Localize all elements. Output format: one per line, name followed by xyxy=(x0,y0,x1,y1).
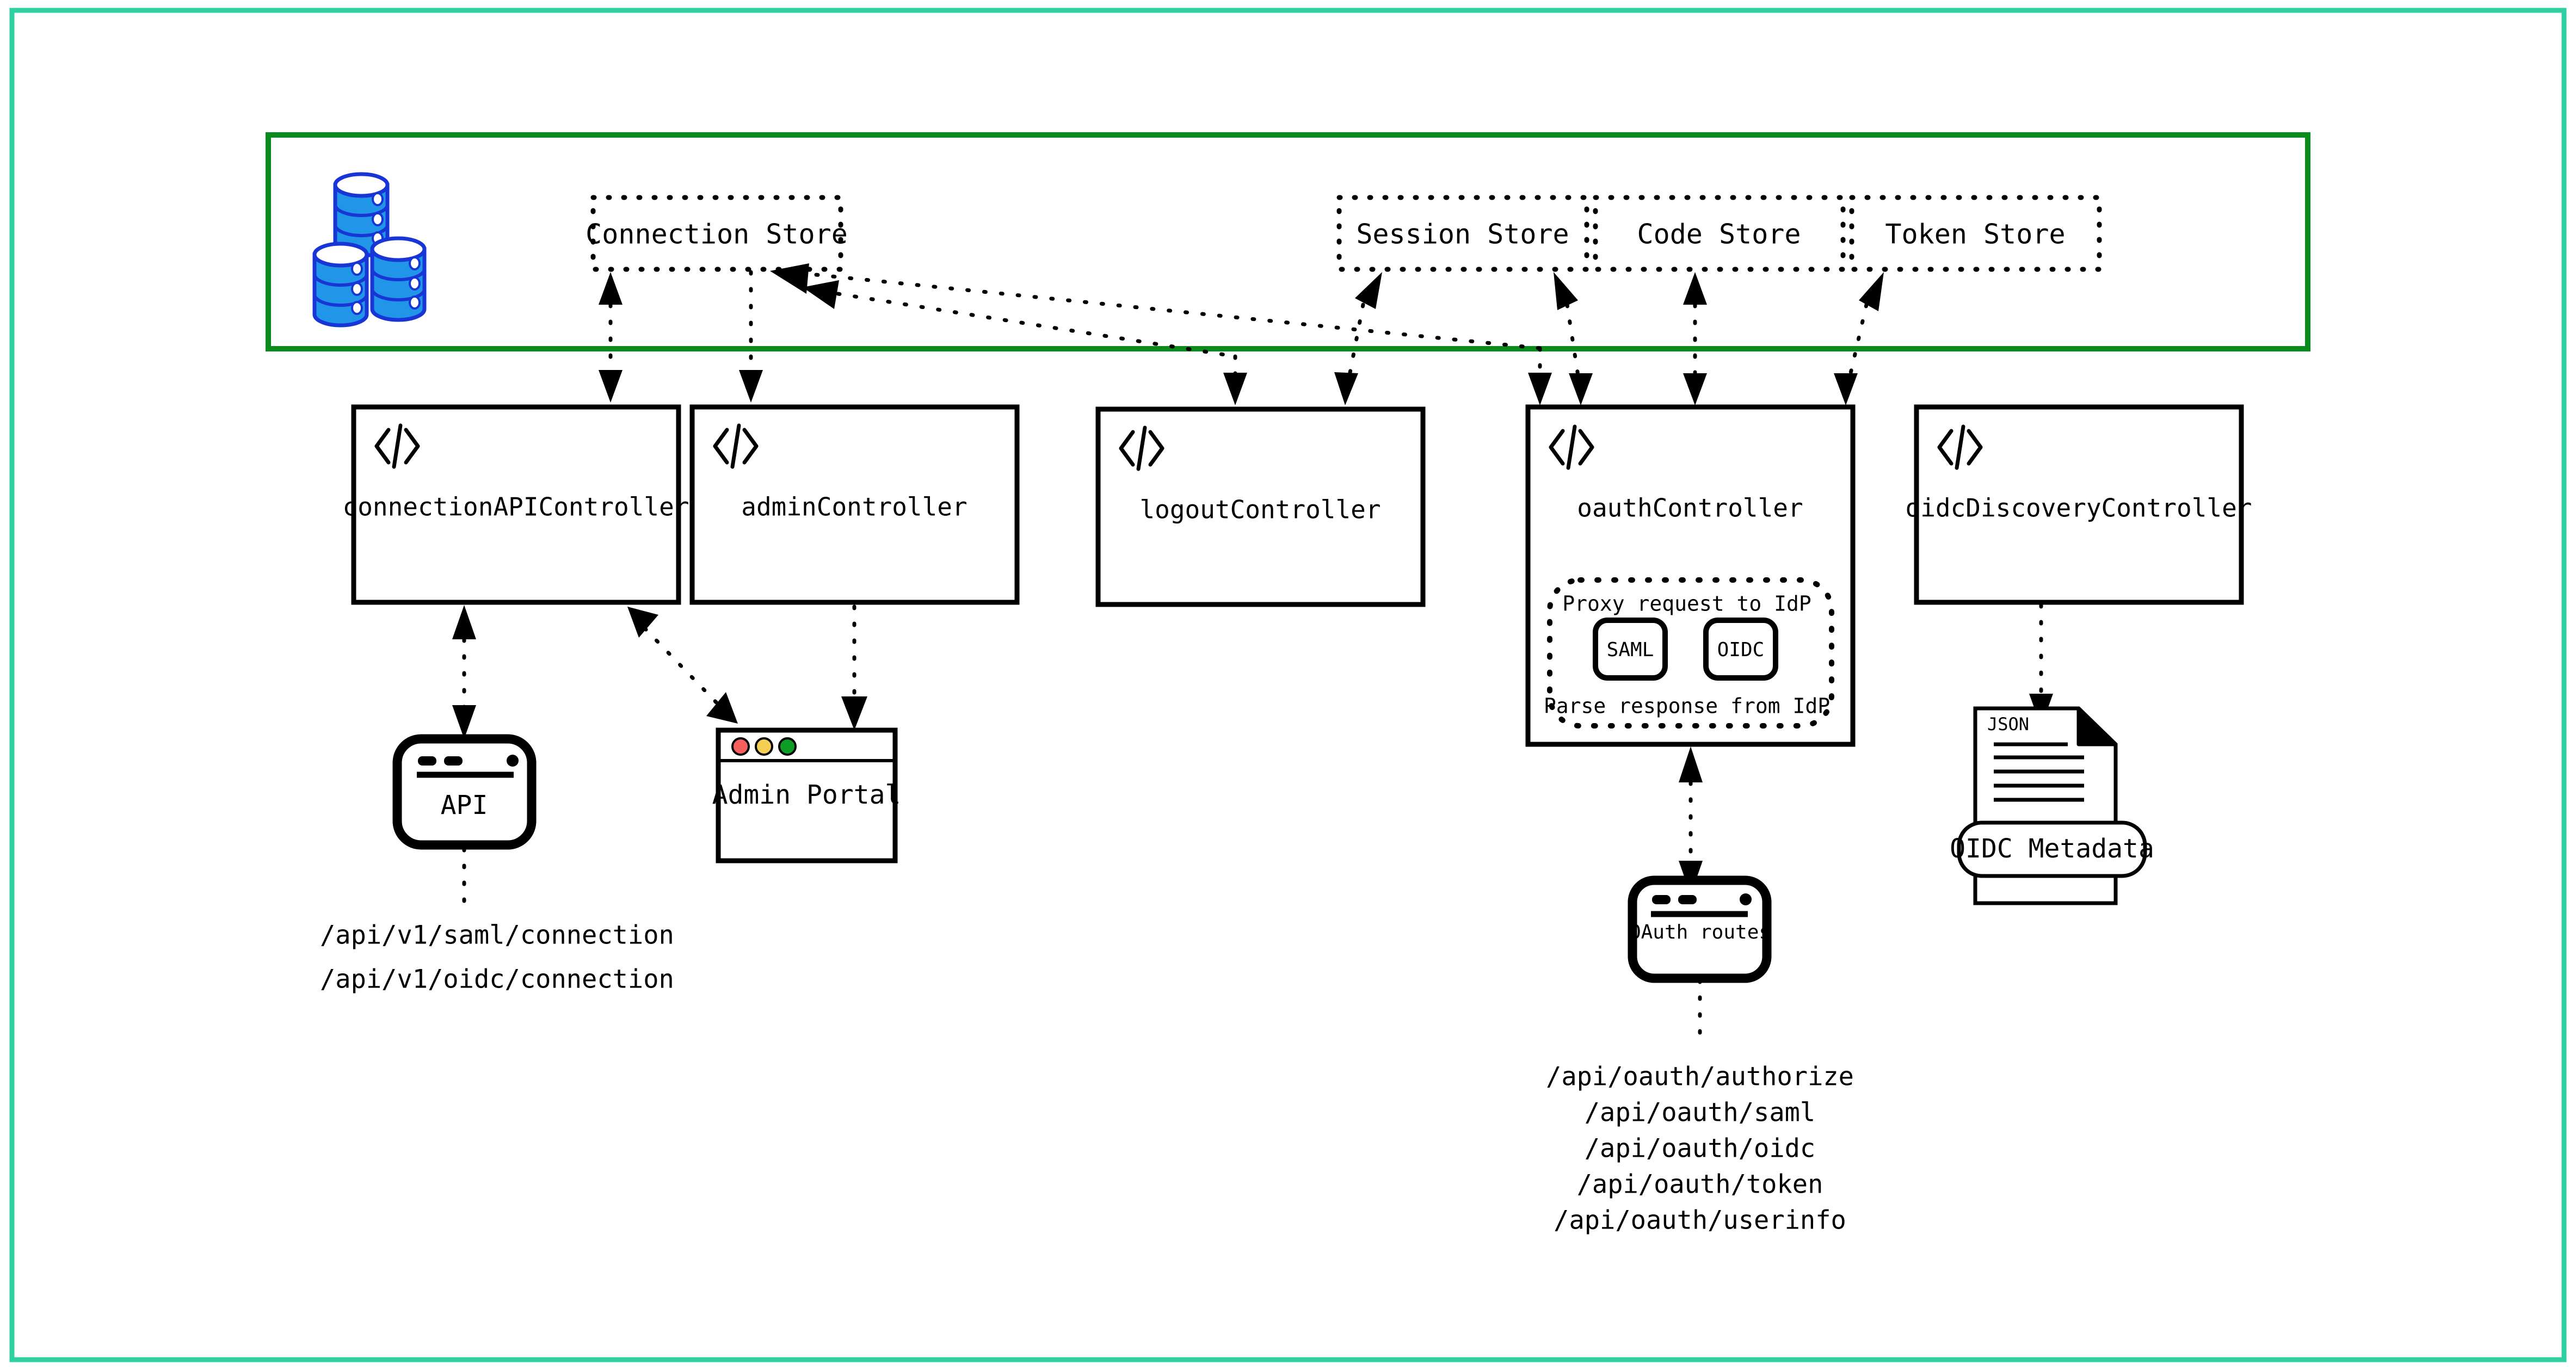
arrowhead-up-oauthcontroller xyxy=(1679,746,1703,782)
oidc-metadata-label-plate xyxy=(1957,820,2147,878)
connector-connapi-adminportal xyxy=(643,626,723,709)
browser-dot-2 xyxy=(1678,895,1697,904)
arrowhead-up-connapi xyxy=(452,605,476,639)
controller-oidc-discovery[interactable]: oidcDiscoveryController xyxy=(1906,404,2252,605)
node-admin-portal[interactable]: Admin Portal xyxy=(712,727,901,863)
browser-dot-1 xyxy=(418,756,436,766)
connection-endpoint-0: /api/v1/saml/connection xyxy=(320,921,674,951)
code-store-label: Code Store xyxy=(1637,219,1801,250)
connection-api-controller-label: connectionAPIController xyxy=(343,492,689,522)
code-tag-icon xyxy=(1549,424,1594,470)
logout-controller-label: logoutController xyxy=(1139,495,1381,524)
connector-logout-connectionstore xyxy=(836,292,1237,359)
node-oauth-routes[interactable]: OAuth routes xyxy=(1628,875,1772,983)
token-store-label: Token Store xyxy=(1885,219,2065,250)
traffic-light-yellow-icon xyxy=(755,737,773,756)
arrowhead-down-oauth-a xyxy=(1528,373,1552,405)
admin-portal-label: Admin Portal xyxy=(712,780,901,810)
database-stack-icon xyxy=(312,172,427,328)
arrowhead-up-connapi-portal xyxy=(627,607,658,638)
connection-store-label: Connection Store xyxy=(586,219,848,250)
controller-logout[interactable]: logoutController xyxy=(1095,406,1426,607)
arrowhead-down-logout-a xyxy=(1223,373,1247,405)
oauth-endpoint-0: /api/oauth/authorize xyxy=(1546,1062,1854,1092)
connection-endpoint-1: /api/v1/oidc/connection xyxy=(320,965,674,995)
code-tag-icon xyxy=(1937,424,1983,470)
arrowhead-up-sessionstore-b xyxy=(1554,272,1578,310)
controller-admin[interactable]: adminController xyxy=(689,404,1020,605)
protocol-chip-oidc[interactable]: OIDC xyxy=(1703,618,1778,681)
oidc-chip-label: OIDC xyxy=(1717,639,1765,661)
connector-oauth-tokenstore xyxy=(1848,303,1869,378)
arrowhead-down-adminportal-2 xyxy=(841,696,867,730)
protocol-chip-saml[interactable]: SAML xyxy=(1593,618,1668,681)
logout-controller-box xyxy=(1095,406,1426,607)
oidc-metadata-label: OIDC Metadata xyxy=(1950,834,2154,864)
browser-dot-1 xyxy=(1652,895,1671,904)
connector-oauth-connectionstore xyxy=(814,273,1542,350)
arrowhead-up-sessionstore-a xyxy=(1355,272,1382,309)
arrowhead-down-oauth-b xyxy=(1569,373,1593,405)
proxy-request-label: Proxy request to IdP xyxy=(1562,592,1811,616)
code-tag-icon xyxy=(1119,425,1164,471)
controller-oauth[interactable]: oauthController Proxy request to IdP SAM… xyxy=(1525,404,1856,747)
connection-api-controller-box xyxy=(351,404,681,605)
node-api[interactable]: API xyxy=(392,734,537,850)
session-store-outline xyxy=(1336,195,1589,272)
oauth-endpoint-1: /api/oauth/saml xyxy=(1585,1098,1815,1128)
arrowhead-down-connapi xyxy=(599,370,623,403)
arrowhead-left-connectionstore-a xyxy=(803,280,839,309)
oauth-endpoint-2: /api/oauth/oidc xyxy=(1585,1134,1815,1164)
arrowhead-down-adminportal xyxy=(706,692,738,724)
node-oidc-metadata[interactable]: JSON OIDC Metadata xyxy=(1950,706,2154,905)
store-container-border xyxy=(266,132,2310,351)
browser-window-icon xyxy=(1628,875,1772,983)
connection-store-outline xyxy=(590,195,843,272)
oauth-idp-proxy-region xyxy=(1547,577,1834,729)
parse-response-label: Parse response from IdP xyxy=(1544,694,1830,718)
arrowhead-up-connectionstore xyxy=(599,272,623,305)
arrowhead-down-logout-b xyxy=(1334,372,1358,405)
store-box-session[interactable]: Session Store xyxy=(1336,195,1589,272)
browser-dot-3 xyxy=(507,755,519,767)
oauth-controller-label: oauthController xyxy=(1577,493,1803,523)
admin-controller-box xyxy=(689,404,1020,605)
oidc-discovery-controller-label: oidcDiscoveryController xyxy=(1906,493,2252,523)
document-fold-corner xyxy=(2076,706,2118,746)
oidc-discovery-controller-box xyxy=(1914,404,2244,605)
code-store-outline xyxy=(1593,195,1846,272)
oidc-chip-box xyxy=(1703,618,1778,681)
arrowhead-down-admin xyxy=(739,370,763,403)
controller-connection-api[interactable]: connectionAPIController xyxy=(343,404,689,605)
api-node-label: API xyxy=(441,790,488,820)
traffic-light-red-icon xyxy=(731,737,750,756)
saml-chip-label: SAML xyxy=(1607,639,1654,661)
arrowhead-down-api xyxy=(452,705,476,739)
outer-frame-border xyxy=(9,8,2567,1362)
token-store-outline xyxy=(1849,195,2102,272)
oauth-routes-label: OAuth routes xyxy=(1629,921,1771,943)
saml-chip-box xyxy=(1593,618,1668,681)
browser-dot-3 xyxy=(1740,893,1752,905)
arrowhead-left-connectionstore-b xyxy=(770,263,809,294)
oauth-endpoint-3: /api/oauth/token xyxy=(1577,1170,1823,1200)
arrowhead-down-oauth-c xyxy=(1683,373,1707,405)
browser-dot-2 xyxy=(444,756,463,766)
store-box-connection[interactable]: Connection Store xyxy=(586,195,848,272)
connector-logout-sessionstore xyxy=(1347,303,1365,378)
arrowhead-down-oauth-d xyxy=(1834,373,1858,405)
document-type-label: JSON xyxy=(1987,714,2029,735)
code-tag-icon xyxy=(374,423,420,469)
arrowhead-up-tokenstore xyxy=(1859,272,1884,311)
oauth-endpoint-4: /api/oauth/userinfo xyxy=(1554,1206,1846,1236)
code-tag-icon xyxy=(713,423,759,469)
traffic-light-green-icon xyxy=(778,737,797,756)
arrowhead-up-codestore xyxy=(1683,272,1707,305)
connector-oauth-sessionstore xyxy=(1565,303,1580,378)
store-box-code[interactable]: Code Store xyxy=(1593,195,1846,272)
admin-controller-label: adminController xyxy=(741,492,967,522)
store-box-token[interactable]: Token Store xyxy=(1849,195,2102,272)
session-store-label: Session Store xyxy=(1356,219,1569,250)
